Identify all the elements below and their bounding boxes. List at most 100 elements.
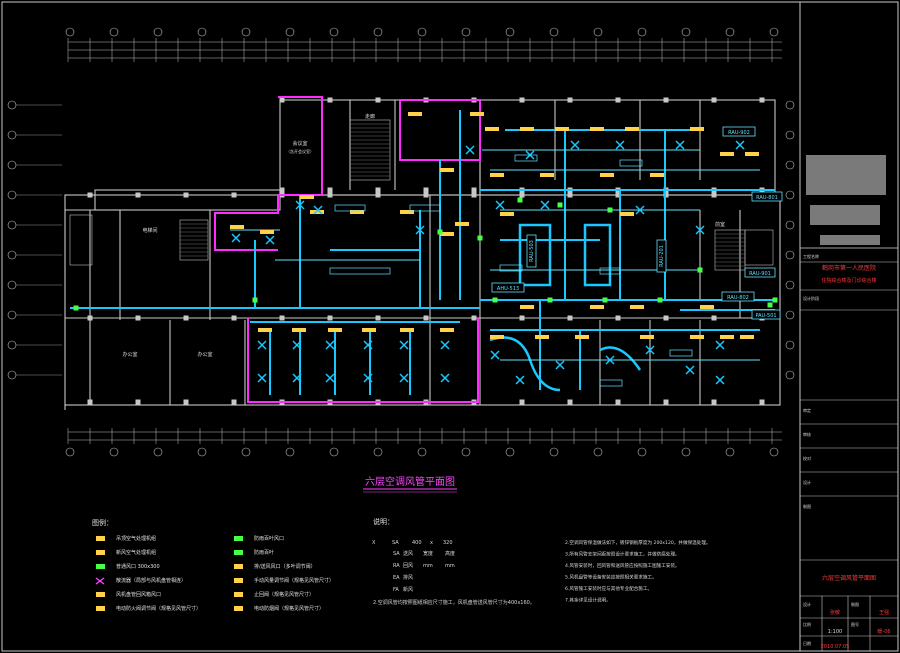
diffuser (440, 340, 450, 350)
stair-core-left (69, 119, 774, 271)
fan-coil-unit (700, 305, 714, 309)
fan-coil-unit (408, 112, 422, 116)
axis-bubble (461, 447, 471, 457)
column (519, 315, 525, 321)
diffuser (292, 340, 302, 350)
axis-bubble (65, 447, 75, 457)
diffuser (570, 140, 580, 150)
fan-coil-unit (260, 230, 274, 234)
legend-heading: 图例： (92, 518, 113, 527)
legend-label: 普通风口 300x300 (116, 563, 160, 570)
axis-bubble (109, 447, 119, 457)
equipment-tag (669, 349, 693, 357)
legend-label: 散流器（局部与风机盘管相连） (116, 577, 186, 584)
axis-bubble (593, 27, 603, 37)
tb-label-stage: 设计阶段 (803, 295, 819, 301)
tb-row-label: 校对 (803, 455, 811, 461)
column (327, 97, 333, 103)
axis-bubble (725, 447, 735, 457)
equipment-tag (329, 267, 391, 275)
legend-label: 止回阀（规格见风管尺寸） (254, 591, 314, 598)
room-label: 办公室 (197, 351, 212, 358)
column (231, 315, 237, 321)
axis-bubble (241, 447, 251, 457)
column (615, 399, 621, 405)
unit-tag: RAU-801 (751, 191, 783, 202)
diffuser (465, 145, 475, 155)
legend-label: 吊顶空气处理机组 (116, 535, 156, 542)
svg-text:X: X (372, 540, 376, 546)
spec-cell: 高度 (445, 550, 455, 557)
diffuser (415, 225, 425, 235)
tb-project-sub: 住院综合楼及门诊综合楼 (821, 277, 876, 284)
legend-label: 风机盘管回风箱风口 (116, 591, 161, 598)
air-outlet (767, 302, 773, 308)
spec-cell: SA (393, 551, 400, 557)
legend-item: 电动防烟阀（规格见风管尺寸） (234, 605, 324, 612)
equipment-tag (599, 267, 621, 275)
fan-coil-unit (690, 335, 704, 339)
column (519, 97, 525, 103)
diffuser (313, 205, 323, 215)
equipment-tag (499, 264, 523, 272)
svg-text:RAU-503: RAU-503 (529, 240, 535, 262)
tb-label-project: 工程名称 (803, 253, 819, 259)
diffuser (363, 373, 373, 383)
column (87, 315, 93, 321)
axis-bubble (241, 27, 251, 37)
svg-text:SA: SA (392, 540, 399, 546)
legend-item: 风机盘管回风箱风口 (96, 591, 161, 598)
spec-cell: mm (423, 563, 433, 569)
axis-bubble (329, 447, 339, 457)
svg-text:AHU-513: AHU-513 (497, 286, 519, 292)
axis-bubble (109, 27, 119, 37)
fan-coil-unit (300, 195, 314, 199)
fan-coil-unit (620, 212, 634, 216)
column (327, 187, 333, 193)
fan-coil-unit (650, 173, 664, 177)
axis-bubble (785, 160, 795, 170)
column (759, 399, 765, 405)
diffuser (645, 345, 655, 355)
air-outlet (697, 267, 703, 273)
tb-label-scale: 比例 (803, 621, 811, 627)
axis-bubble (593, 447, 603, 457)
legend-symbol (95, 577, 105, 585)
hvac-equipment (73, 112, 778, 387)
diffuser (257, 340, 267, 350)
room-label: 走廊 (365, 113, 375, 120)
unit-tag: AHU-513 (491, 282, 525, 293)
legend-symbol (96, 606, 105, 611)
tb-label-number: 图号 (851, 621, 859, 627)
fan-coil-unit (690, 127, 704, 131)
note-line: 4.风管安装时，回风管和送风管应按照施工图施工安装。 (565, 562, 680, 569)
diffuser (715, 340, 725, 350)
legend-label: 新风空气处理机组 (116, 549, 156, 556)
axis-bubble (417, 447, 427, 457)
column (135, 315, 141, 321)
axis-bubble (549, 27, 559, 37)
column (711, 97, 717, 103)
column (183, 399, 189, 405)
column (135, 192, 141, 198)
axis-bubble (65, 27, 75, 37)
axis-bubble (785, 130, 795, 140)
axis-bubble (197, 447, 207, 457)
fan-coil-unit (230, 225, 244, 229)
column (375, 315, 381, 321)
fan-coil-unit (440, 168, 454, 172)
column (567, 97, 573, 103)
tb-row-label: 制图 (803, 503, 811, 509)
column (567, 192, 573, 198)
axis-bubble (769, 447, 779, 457)
fan-coil-unit (328, 328, 342, 332)
svg-text:RAU-802: RAU-802 (727, 295, 749, 301)
spec-cell: 新风 (403, 586, 413, 593)
fan-coil-unit (440, 232, 454, 236)
axis-bubble (417, 27, 427, 37)
fan-coil-unit (590, 127, 604, 131)
fan-coil-unit (720, 335, 734, 339)
legend-label: 防雨百叶 (254, 549, 274, 556)
